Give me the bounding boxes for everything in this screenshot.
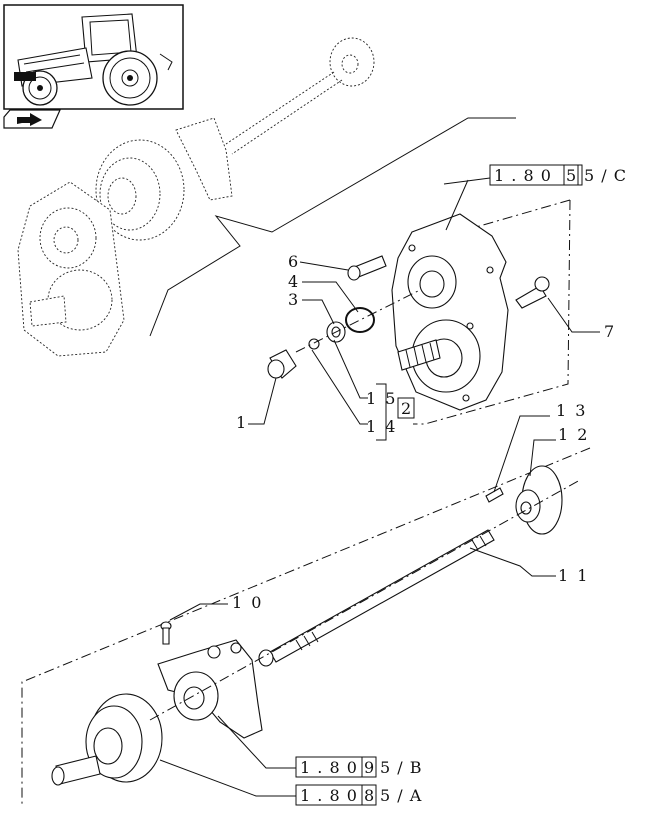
callout-7[interactable]: 7 — [604, 322, 616, 341]
ring-14 — [308, 338, 320, 350]
callout-2: 2 — [401, 399, 413, 418]
bolt-6 — [347, 255, 387, 281]
gearbox-housing — [391, 213, 509, 411]
background-pto-assembly — [17, 37, 375, 357]
callout-14[interactable]: 1 4 — [366, 417, 397, 436]
tractor-thumbnail[interactable] — [3, 4, 184, 110]
bolt-13 — [485, 487, 504, 503]
ref-prefix: 1 . 8 0 — [300, 786, 358, 805]
lower-group-frame — [21, 447, 591, 806]
callout-3[interactable]: 3 — [288, 290, 300, 309]
ref-1-80-85-a[interactable]: 1 . 8 0 8 5 / A — [295, 784, 422, 806]
ref-1-80-95-b[interactable]: 1 . 8 0 9 5 / B — [295, 756, 423, 778]
ref-box-digit: 5 — [566, 166, 577, 185]
ref-suffix: 5 / A — [380, 786, 422, 805]
clutch-drum — [51, 693, 163, 786]
ref-suffix: 5 / B — [380, 758, 423, 777]
ref-box-digit: 8 — [364, 786, 375, 805]
cap-1 — [267, 349, 297, 379]
callout-12[interactable]: 1 2 — [558, 425, 589, 444]
bolt-7 — [515, 276, 550, 309]
bolt-10 — [160, 621, 172, 645]
leader-lines — [159, 177, 600, 797]
bracket-assembly — [157, 639, 263, 739]
callout-11[interactable]: 1 1 — [558, 566, 589, 585]
ref-suffix: 5 / C — [584, 166, 627, 185]
tractor-icon — [14, 13, 173, 106]
seal-ring-4 — [345, 307, 375, 333]
callout-2-box[interactable]: 2 — [397, 397, 415, 419]
callout-1[interactable]: 1 — [236, 413, 248, 432]
shaft-11 — [258, 529, 495, 667]
arrow-right-icon[interactable] — [3, 109, 61, 129]
callout-6[interactable]: 6 — [288, 252, 300, 271]
flange-12 — [515, 465, 563, 535]
callout-10[interactable]: 1 0 — [232, 593, 263, 612]
callout-4[interactable]: 4 — [288, 272, 300, 291]
ref-prefix: 1 . 8 0 — [494, 166, 552, 185]
ref-prefix: 1 . 8 0 — [300, 758, 358, 777]
break-line — [149, 117, 516, 337]
ref-box-digit: 9 — [364, 758, 375, 777]
ref-1-80-55-c[interactable]: 1 . 8 0 5 5 / C — [489, 164, 627, 186]
callout-15[interactable]: 1 5 — [366, 389, 397, 408]
callout-13[interactable]: 1 3 — [556, 401, 587, 420]
